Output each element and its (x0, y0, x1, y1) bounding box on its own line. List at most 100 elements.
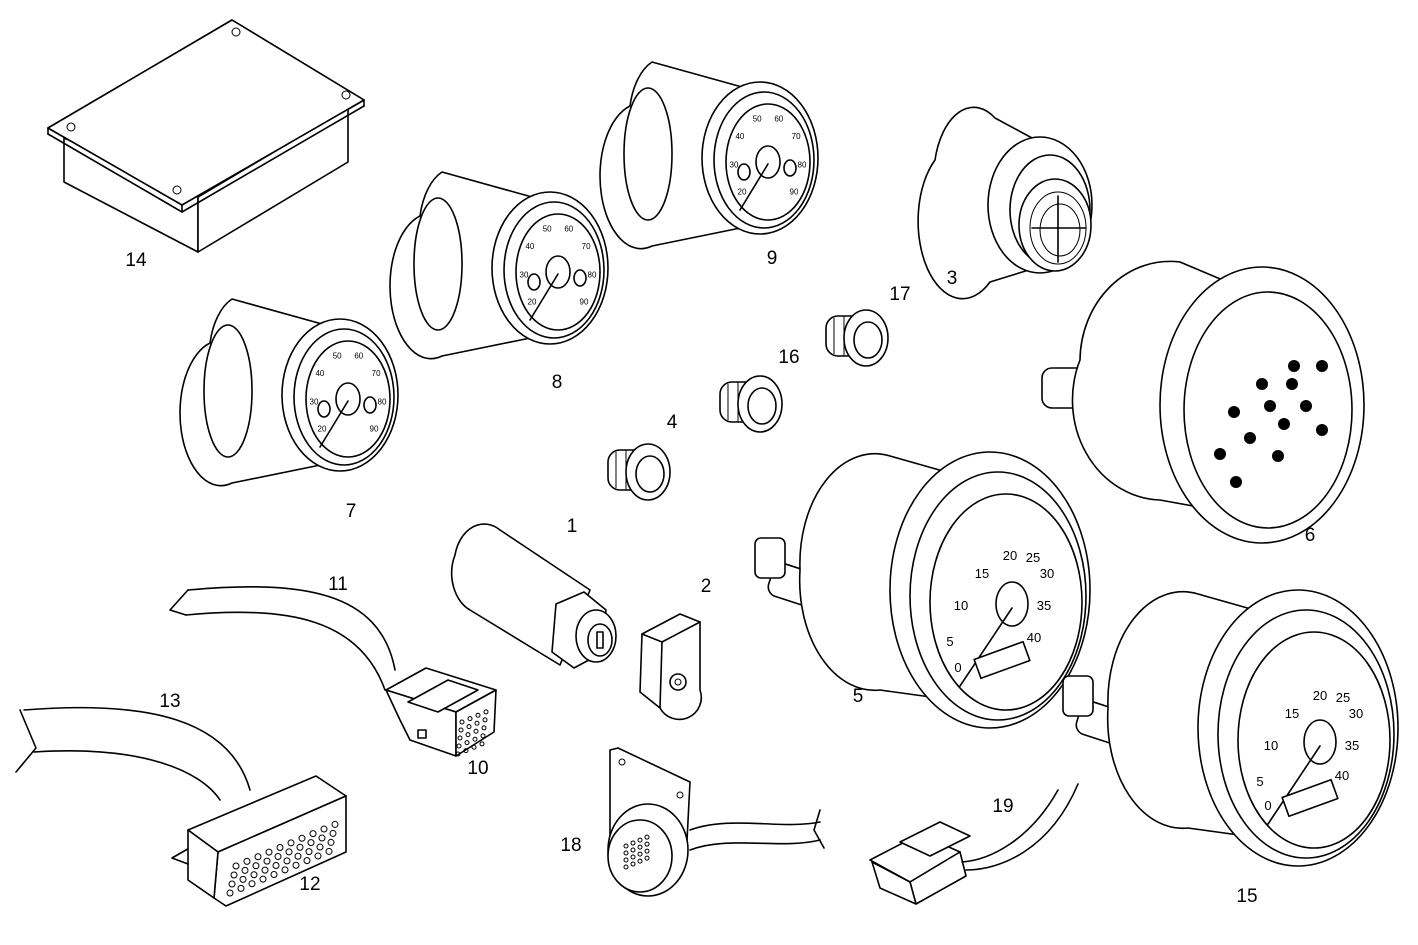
scale-tick-0: 0 (1264, 798, 1271, 813)
sensor-pin (637, 858, 643, 864)
sensor-pin (637, 851, 643, 857)
small-gauge-scale-tick: 70 (792, 132, 801, 141)
indicator-lamp-17 (825, 309, 889, 367)
sensor-pin (630, 861, 636, 867)
small-gauge-7 (179, 298, 399, 487)
connector-pin (296, 843, 304, 851)
connector-pin (241, 866, 249, 874)
sensor-pin (630, 854, 636, 860)
part-label-1: 1 (567, 516, 578, 537)
small-gauge-scale-tick: 90 (370, 425, 379, 434)
connector-pin (482, 717, 488, 723)
sensor-plug (869, 783, 1079, 905)
scale-tick-25: 25 (1026, 550, 1040, 565)
connector-pin (483, 709, 489, 715)
connector-pin (325, 847, 333, 855)
connector-pin (318, 834, 326, 842)
small-gauge-scale-tick: 30 (730, 160, 739, 169)
speedometer-scale: 0 5 10 15 20 25 30 35 40 (946, 548, 1054, 675)
connector-pin (481, 725, 487, 731)
small-gauge-scale-tick: 40 (735, 132, 744, 141)
connector-pin (464, 740, 470, 746)
connector-pin (270, 871, 278, 879)
sensor-with-bracket (607, 747, 825, 897)
part-label-4: 4 (667, 412, 678, 433)
sensor-pin (623, 850, 629, 856)
connector-pin (239, 875, 247, 883)
part-label-3: 3 (947, 268, 958, 289)
sensor-pin (630, 840, 636, 846)
connector-pin (463, 748, 469, 754)
sensor-pin (644, 855, 650, 861)
connector-pin (455, 751, 461, 757)
sensor-pin (623, 857, 629, 863)
connector-pin (473, 728, 479, 734)
part-label-10: 10 (467, 758, 488, 779)
connector-pin (283, 857, 291, 865)
part-label-16: 16 (778, 347, 799, 368)
connector-pin (281, 866, 289, 874)
connector-pin (303, 857, 311, 865)
connector-pin (287, 839, 295, 847)
buzzer (917, 106, 1093, 300)
small-gauge-scale-tick: 30 (310, 397, 319, 406)
sensor-pin (623, 843, 629, 849)
small-gauge-9 (599, 61, 819, 250)
sensor-pin (637, 844, 643, 850)
part-label-14: 14 (125, 250, 147, 271)
connector-pin (474, 720, 480, 726)
connector-pin (471, 744, 477, 750)
connector-pin (230, 871, 238, 879)
connector-pin (250, 871, 258, 879)
connector-pin (265, 848, 273, 856)
connector-pin (232, 862, 240, 870)
part-label-11: 11 (328, 574, 348, 595)
small-gauge-scale-tick: 60 (774, 114, 783, 123)
sensor-18-pins (623, 834, 650, 870)
small-gauge-scale-tick: 90 (790, 188, 799, 197)
part-label-5: 5 (853, 686, 864, 707)
small-gauge-scale-tick: 80 (378, 397, 387, 406)
part-label-12: 12 (299, 874, 320, 895)
part-label-9: 9 (767, 248, 778, 269)
sensor-pin (644, 848, 650, 854)
scale-tick-20: 20 (1313, 688, 1327, 703)
scale-tick-5: 5 (1256, 774, 1263, 789)
part-label-18: 18 (560, 835, 581, 856)
indicator-lamp-16 (719, 375, 783, 433)
small-gauge-scale-tick: 70 (372, 369, 381, 378)
part-label-7: 7 (346, 501, 357, 522)
connector-pin (466, 724, 472, 730)
scale-tick-15: 15 (975, 566, 989, 581)
sensor-pin (644, 841, 650, 847)
connector-pin (261, 866, 269, 874)
part-labels: 14 8 9 7 3 17 16 4 6 1 2 5 11 10 13 12 1… (125, 248, 1315, 907)
connector-10 (385, 667, 497, 757)
small-gauge-8 (389, 171, 609, 360)
connector-12-pins (226, 820, 339, 897)
small-gauge-scale-tick: 80 (588, 270, 597, 279)
small-gauge-scale-tick: 60 (564, 224, 573, 233)
connector-pin (294, 852, 302, 860)
connector-pin (226, 889, 234, 897)
connector-pin (314, 852, 322, 860)
connector-pin (457, 735, 463, 741)
connector-pin (456, 743, 462, 749)
connector-pin (285, 848, 293, 856)
connector-pin (252, 862, 260, 870)
scale-tick-25: 25 (1336, 690, 1350, 705)
small-gauge-scale-tick: 20 (528, 298, 537, 307)
scale-tick-35: 35 (1037, 598, 1051, 613)
small-gauge-scale-tick: 50 (333, 351, 342, 360)
scale-tick-20: 20 (1003, 548, 1017, 563)
connector-pin (263, 857, 271, 865)
connector-12 (171, 775, 347, 907)
part-label-13: 13 (159, 691, 180, 712)
scale-tick-35: 35 (1345, 738, 1359, 753)
connector-pin (248, 880, 256, 888)
connector-pin (243, 857, 251, 865)
indicator-lamp-4 (607, 443, 671, 501)
connector-pin (305, 848, 313, 856)
